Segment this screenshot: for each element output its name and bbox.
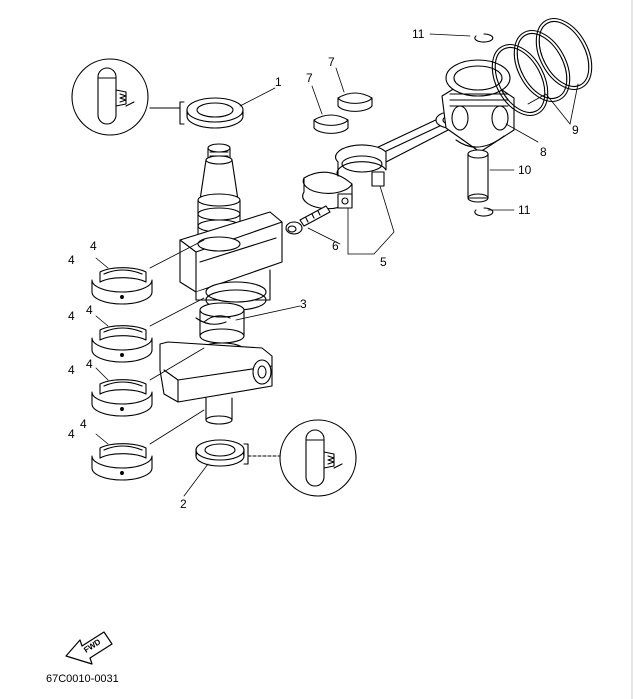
rod-bolt [285,205,331,235]
leader-lines [95,33,579,497]
oil-seal-bottom [195,439,245,467]
circlip-bottom [474,207,494,217]
callout-2: 2 [180,497,187,511]
callout-11a: 11 [412,27,425,41]
callout-4b: 4 [68,253,75,267]
piston-rings [491,18,593,116]
detail-bracket-bottom [243,443,281,465]
main-bearing-1 [91,267,153,305]
crankshaft [159,143,283,425]
callout-7b: 7 [328,55,335,69]
callout-11b: 11 [518,203,531,217]
callout-4e: 4 [86,357,93,371]
page-edge [631,0,633,699]
callout-4f: 4 [68,363,75,377]
main-bearing-4 [91,443,153,481]
drawing-code: 67C0010-0031 [46,673,119,685]
callout-4g: 4 [80,417,87,431]
callout-5: 5 [380,255,387,269]
callout-7a: 7 [306,71,313,85]
callout-3: 3 [300,297,307,311]
callout-6: 6 [332,239,339,253]
callout-4c: 4 [86,303,93,317]
callout-labels: 1 2 3 4 4 4 4 4 4 4 4 5 6 7 7 8 9 10 11 … [68,27,579,511]
detail-bracket-top [149,101,185,125]
callout-4a: 4 [90,239,97,253]
callout-1: 1 [275,75,282,89]
rod-bearing-lower [313,114,349,134]
piston [441,59,515,153]
detail-circle-bottom [279,419,357,497]
detail-circle-top [71,58,149,136]
main-bearing-3 [91,379,153,417]
callout-4h: 4 [68,427,75,441]
piston-pin [467,149,489,203]
circlip-top [474,33,494,43]
callout-9: 9 [572,123,579,137]
main-bearing-2 [91,325,153,363]
callout-4d: 4 [68,309,75,323]
callout-10: 10 [518,163,532,177]
oil-seal-top [186,97,244,129]
fwd-arrow-icon: FWD [65,631,113,665]
rod-bearing-upper [337,92,373,112]
callout-8: 8 [540,145,547,159]
